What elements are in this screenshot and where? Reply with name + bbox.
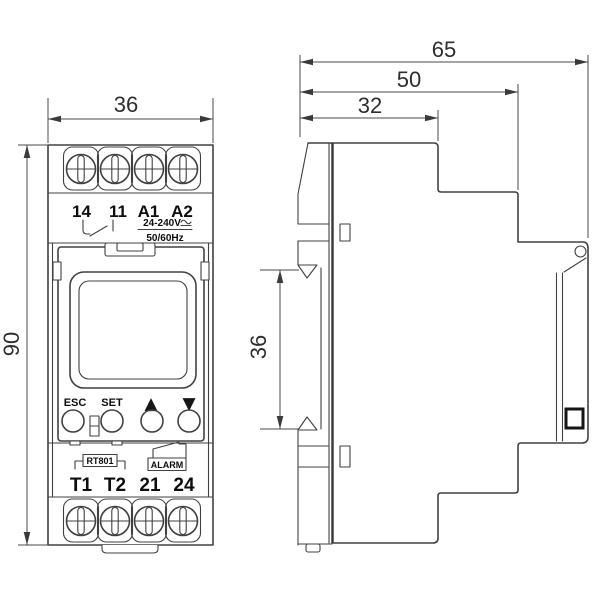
ac-dc-icon	[180, 219, 192, 227]
screw-icon	[96, 498, 134, 543]
up-arrow-icon: ▲	[144, 394, 158, 414]
dim-front-width: 36	[47, 92, 214, 143]
set-button	[100, 409, 124, 433]
rating-voltage: 24-240V	[143, 218, 181, 229]
dim-value-50: 50	[397, 67, 421, 92]
dim-side-65: 65	[299, 37, 589, 238]
terminal-label-14: 14	[72, 202, 91, 221]
din-rail-clip	[555, 245, 587, 442]
model-badge: RT801	[74, 453, 126, 470]
mode-switch	[89, 415, 100, 437]
terminal-label-11: 11	[109, 202, 127, 221]
screw-icon	[130, 146, 168, 191]
down-arrow-icon: ▼	[182, 394, 196, 414]
esc-button-label: ESC	[64, 397, 87, 409]
dim-value-65: 65	[432, 37, 456, 62]
side-body-outline	[307, 142, 589, 544]
down-button	[177, 409, 201, 433]
rating-frequency: 50/60Hz	[146, 233, 183, 244]
side-slot-bottom	[339, 445, 351, 468]
din-clip-latch	[564, 407, 585, 430]
terminal-label-t2: T2	[104, 475, 126, 496]
top-terminal-block	[62, 146, 202, 191]
front-view: 14 11 A1 A2 24-240V 50/60Hz	[47, 144, 214, 554]
front-clip-profile	[297, 142, 333, 553]
screw-icon	[130, 498, 168, 543]
screw-icon	[96, 146, 134, 191]
dim-value-36-rail: 36	[246, 335, 271, 359]
screw-icon	[62, 146, 100, 191]
side-slot-top	[339, 223, 351, 242]
front-panel	[52, 242, 210, 446]
din-foot-tab	[101, 544, 159, 554]
alarm-contact-icon: ALARM	[147, 441, 187, 472]
terminal-label-24: 24	[173, 475, 195, 496]
set-button-label: SET	[101, 397, 123, 409]
alarm-label: ALARM	[151, 460, 184, 470]
up-button	[140, 409, 164, 433]
dim-value-36-width: 36	[114, 92, 138, 117]
dim-side-36: 36	[246, 269, 299, 430]
esc-button	[61, 409, 85, 433]
screw-icon	[164, 498, 202, 543]
dimensions: 36 90 65 50	[0, 37, 589, 546]
dim-front-height: 90	[0, 144, 50, 546]
model-label: RT801	[86, 456, 113, 466]
screw-icon	[164, 146, 202, 191]
dim-side-50: 50	[300, 67, 519, 190]
bottom-terminal-block	[62, 498, 202, 543]
dim-value-90: 90	[0, 332, 24, 356]
terminal-label-21: 21	[139, 475, 161, 496]
button-row: ESC SET ▲ ▼	[61, 394, 201, 437]
side-view	[297, 142, 589, 553]
dim-side-32: 32	[300, 93, 439, 141]
terminal-label-a1: A1	[138, 202, 160, 221]
lcd-display	[69, 271, 197, 389]
terminal-label-a2: A2	[171, 202, 193, 221]
terminal-label-t1: T1	[70, 475, 93, 496]
screw-icon	[62, 498, 100, 543]
relay-contact-icon	[82, 219, 114, 237]
dim-value-32: 32	[358, 93, 382, 118]
